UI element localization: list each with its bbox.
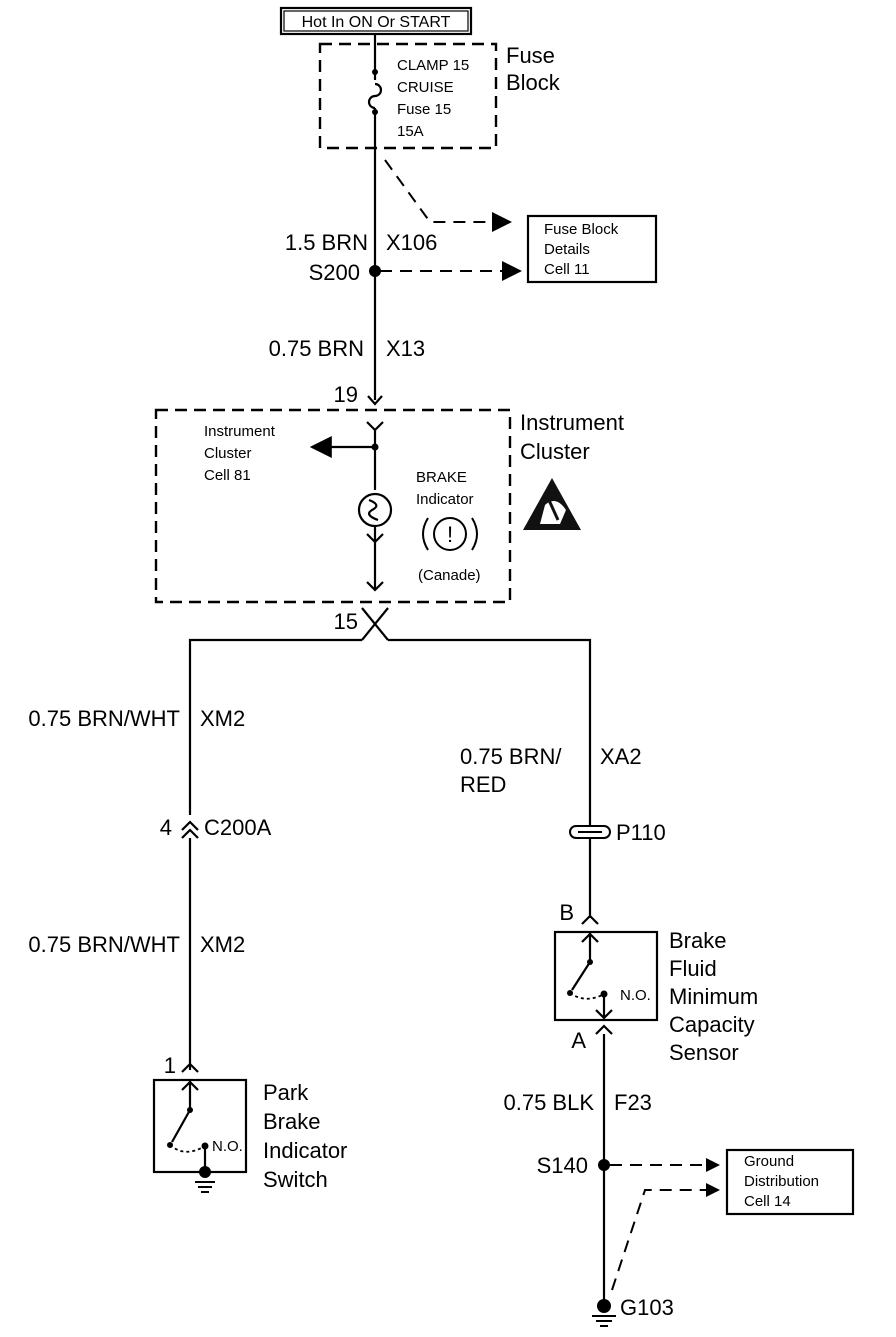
ground-distribution-reference: Ground Distribution Cell 14 [610,1148,855,1291]
sensor-state: N.O. [620,987,651,1004]
indicator-lamp-icon [357,492,393,528]
cluster-ref-line-0: Instrument [204,423,276,440]
wire-xm2-upper [188,638,362,815]
fuse-details-line-0: Fuse Block [544,221,619,238]
wire-right-circuit: XA2 [600,744,642,769]
park-switch-title-3: Switch [263,1167,328,1192]
sensor-title-0: Brake [669,928,726,953]
power-source-label: Hot In ON Or START [279,6,473,36]
svg-text:!: ! [447,522,453,547]
connector-p110: P110 [569,820,666,845]
wire-right-gauge-2: RED [460,772,506,797]
indicator-line-1: Indicator [416,491,474,508]
ground-g103: G103 [592,1295,674,1327]
cluster-ref-line-2: Cell 81 [204,467,251,484]
splice-s140-label: S140 [537,1153,588,1178]
connector-c200a: 4 C200A [160,815,272,840]
park-switch-pin: 1 [164,1053,176,1078]
wire-right-gauge-1: 0.75 BRN/ [460,744,562,769]
wire-1-gauge: 1.5 BRN [285,230,368,255]
indicator-note: (Canade) [418,567,481,584]
indicator-line-0: BRAKE [416,469,467,486]
park-switch-title-1: Brake [263,1109,320,1134]
cluster-title-2: Cluster [520,439,590,464]
wire-2-gauge: 0.75 BRN [269,336,364,361]
wire-1-circuit: X106 [386,230,437,255]
fuse-line-1: CRUISE [397,79,454,96]
wire-left-upper-circuit: XM2 [200,706,245,731]
brake-fluid-sensor: B N.O. A Brake Fluid Minimum Capacity Se… [553,900,758,1065]
esd-warning-icon [523,478,581,530]
park-switch-title-0: Park [263,1080,309,1105]
sensor-title-1: Fluid [669,956,717,981]
wire-2-circuit: X13 [386,336,425,361]
sensor-pin-bottom: A [571,1028,586,1053]
cluster-pin-in: 19 [334,382,358,407]
fuse-details-reference: Fuse Block Details Cell 11 [380,159,658,284]
svg-text:C200A: C200A [204,815,272,840]
wire-right-lower-circuit: F23 [614,1090,652,1115]
wire-left-lower-gauge: 0.75 BRN/WHT [28,932,180,957]
fuse-block: CLAMP 15 CRUISE Fuse 15 15A Fuse Block [318,34,561,150]
park-brake-switch: 1 N.O. Park Brake Indicator Switch [152,1053,347,1193]
fuse-line-3: 15A [397,123,424,140]
wire-left-lower-circuit: XM2 [200,932,245,957]
cluster-title-1: Instrument [520,410,624,435]
svg-text:P110: P110 [616,820,666,845]
sensor-pin-top: B [559,900,574,925]
ground-icon [195,1166,215,1193]
park-switch-title-2: Indicator [263,1138,347,1163]
ground-dist-line-2: Cell 14 [744,1193,791,1210]
wire-xa2 [388,638,592,825]
sensor-title-4: Sensor [669,1040,739,1065]
fuse-block-title-2: Block [506,70,561,95]
fuse-block-title-1: Fuse [506,43,555,68]
ground-g103-icon [597,1299,611,1313]
cluster-pin-out: 15 [334,609,358,634]
ground-dist-line-0: Ground [744,1153,794,1170]
sensor-title-3: Capacity [669,1012,755,1037]
splice-s140-dot [598,1159,610,1171]
splice-s200-dot [369,265,381,277]
splice-s200-label: S200 [309,260,360,285]
wire-right-lower-gauge: 0.75 BLK [503,1090,594,1115]
cluster-ref-line-1: Cluster [204,445,252,462]
fuse-line-0: CLAMP 15 [397,57,469,74]
svg-text:4: 4 [160,815,172,840]
svg-text:G103: G103 [620,1295,674,1320]
fuse-details-line-1: Details [544,241,590,258]
ground-dist-line-1: Distribution [744,1173,819,1190]
sensor-title-2: Minimum [669,984,758,1009]
brake-warning-icon: ! [422,517,478,551]
fuse-details-line-2: Cell 11 [544,261,590,278]
fuse-line-2: Fuse 15 [397,101,451,118]
instrument-cluster: 19 Instrument Cluster Cell 81 BRAKE Indi… [154,382,624,604]
wire-left-upper-gauge: 0.75 BRN/WHT [28,706,180,731]
svg-text:Hot In ON Or START: Hot In ON Or START [302,14,451,31]
park-switch-state: N.O. [212,1138,243,1155]
